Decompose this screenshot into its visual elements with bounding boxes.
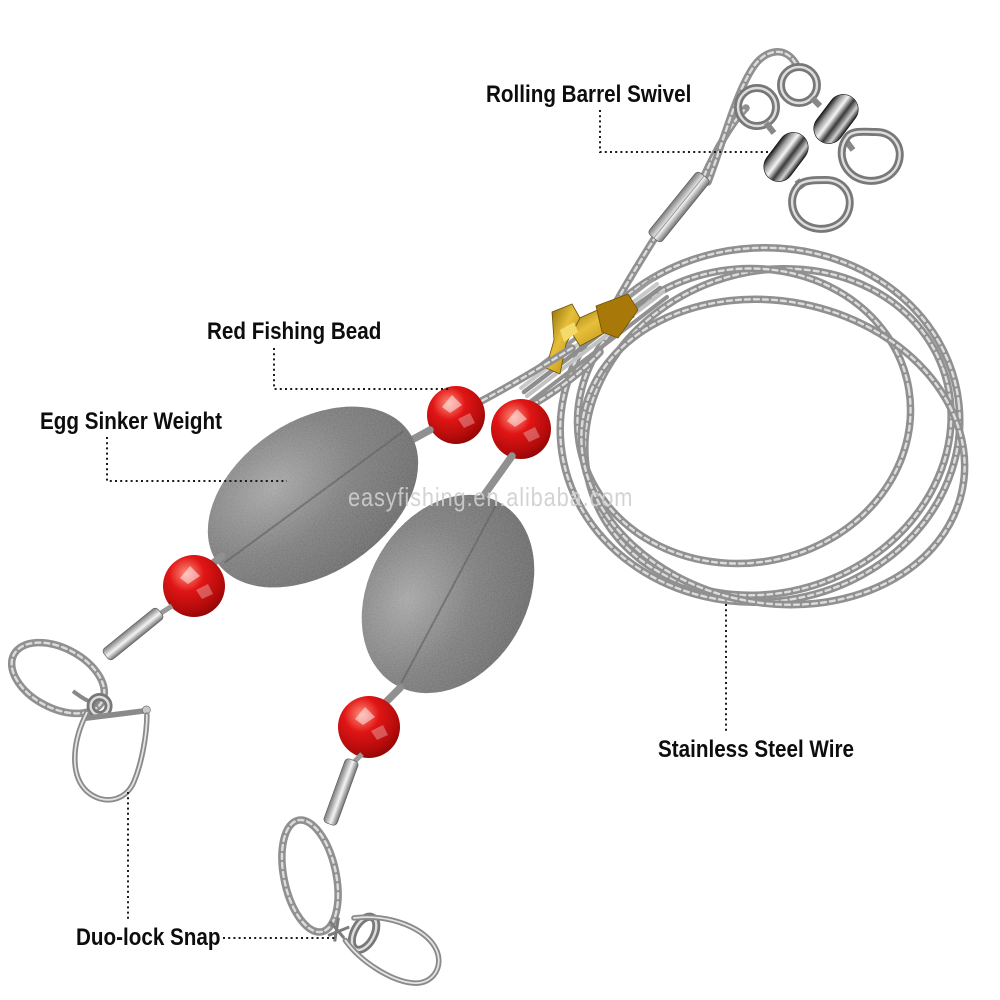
label-egg-sinker-weight: Egg Sinker Weight <box>40 408 222 435</box>
rig-2 <box>278 348 604 986</box>
red-bead-3 <box>163 555 225 617</box>
duo-lock-snap-1 <box>71 689 151 803</box>
label-duo-lock-snap: Duo-lock Snap <box>76 924 221 951</box>
callout-leader-lines <box>106 110 772 939</box>
red-bead-2 <box>491 399 551 459</box>
leader-rolling-barrel-swivel <box>599 110 772 153</box>
barrel-swivel-2 <box>777 63 904 185</box>
barrel-swivel-1 <box>734 84 854 233</box>
label-stainless-steel-wire: Stainless Steel Wire <box>658 736 854 763</box>
leader-red-fishing-bead <box>273 348 450 390</box>
red-bead-4 <box>338 696 400 758</box>
watermark-text: easyfishing.en.alibaba.com <box>348 482 634 512</box>
crimp-sleeve-2 <box>323 758 359 826</box>
gold-twist-tie <box>545 293 639 375</box>
label-red-fishing-bead: Red Fishing Bead <box>207 318 382 345</box>
steel-wire-coil <box>515 243 969 609</box>
egg-sinker-1 <box>174 369 452 625</box>
duo-lock-snap-2 <box>327 912 442 986</box>
red-bead-1 <box>427 386 485 444</box>
crimp-sleeve-top <box>648 171 710 243</box>
crimp-sleeve-1 <box>102 607 164 661</box>
rig-1 <box>7 344 576 803</box>
label-rolling-barrel-swivel: Rolling Barrel Swivel <box>486 81 692 108</box>
egg-sinker-2 <box>327 463 569 725</box>
